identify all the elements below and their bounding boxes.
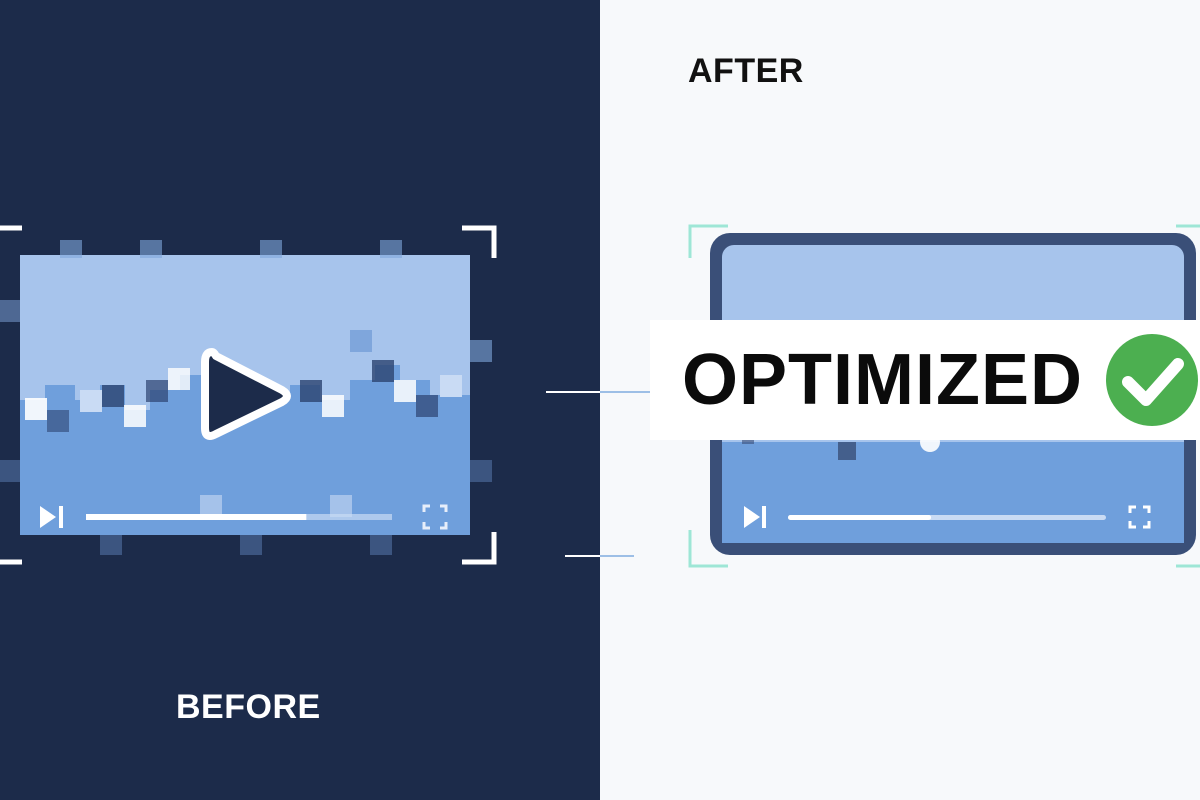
progress-bar[interactable] [788,515,1106,520]
play-icon[interactable] [201,348,291,440]
checkmark-icon [1106,334,1198,426]
before-corner-brackets [0,225,497,565]
after-corner-brackets [688,224,1200,568]
progress-bar[interactable] [86,514,392,520]
pixel-noise [0,240,492,555]
fullscreen-icon[interactable] [1128,505,1151,529]
fullscreen-icon[interactable] [422,504,448,530]
skip-next-icon[interactable] [40,506,63,528]
after-label: AFTER [688,52,804,90]
before-label: BEFORE [176,688,321,726]
optimized-label: OPTIMIZED [682,340,1083,420]
before-video-player [0,240,492,555]
skip-next-icon[interactable] [744,506,766,528]
before-wave [20,365,470,535]
